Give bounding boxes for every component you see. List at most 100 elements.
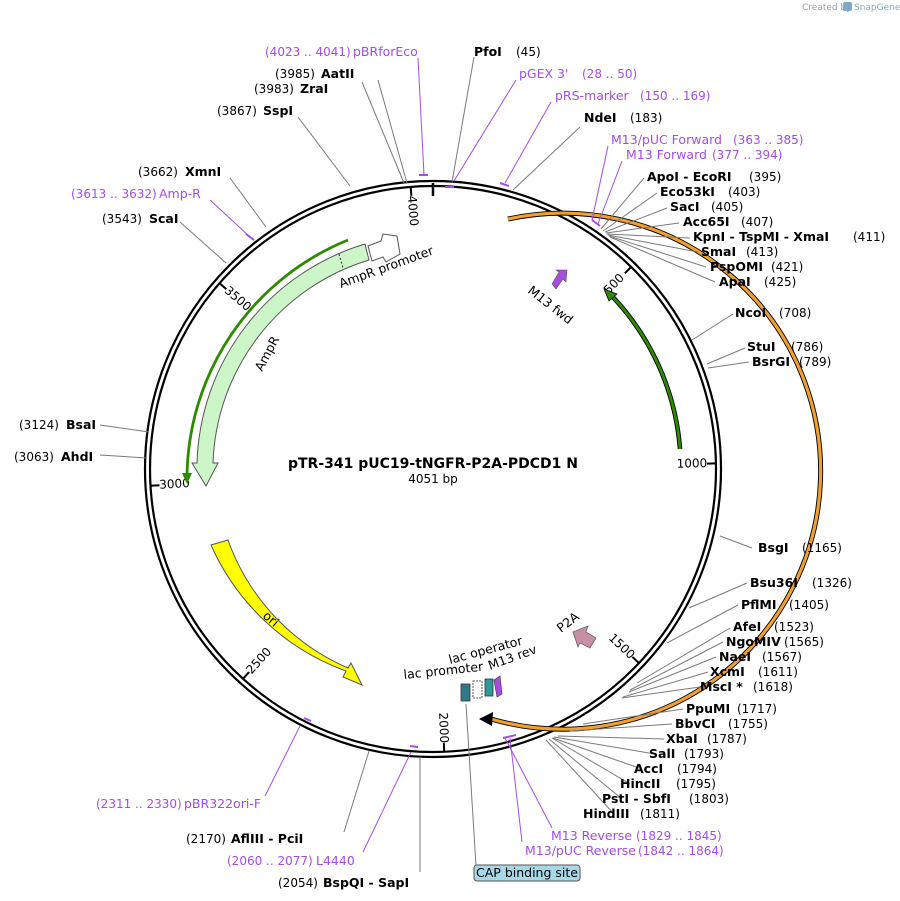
site-acc65i-pos: (407) [741, 215, 773, 229]
site-msci-pos: (1618) [753, 680, 793, 694]
site-hincii-pos: (1795) [676, 777, 716, 791]
tick-label: 2000 [436, 712, 451, 743]
primer-l4440-range: (2060 .. 2077) [227, 854, 313, 868]
site-naei-pos: (1567) [762, 650, 802, 664]
site-aatii-pos: (3985) [275, 67, 315, 81]
site-bbvci: BbvCI [675, 716, 715, 731]
site-sspi-pos: (3867) [217, 104, 257, 118]
cap-site-box [460, 683, 471, 702]
primer-amp-r: Amp-R [159, 186, 201, 201]
site-aatii: AatII [321, 66, 354, 81]
primer-pgex3: pGEX 3' [519, 66, 568, 81]
site-bsgi: BsgI [758, 540, 789, 555]
primer-m13-puc-forward-range: (363 .. 385) [733, 133, 803, 147]
tick-label: 2500 [243, 645, 274, 677]
tick-mark [631, 656, 640, 664]
primer-amp-r-range: (3613 .. 3632) [71, 187, 157, 201]
site-zrai-pos: (3983) [254, 82, 294, 96]
plasmid-name: pTR-341 pUC19-tNGFR-P2A-PDCD1 N [288, 456, 578, 472]
site-acc65i: Acc65I [683, 214, 730, 229]
ori-arrow [210, 539, 364, 686]
tick-label: 1000 [676, 456, 707, 471]
site-naei: NaeI [719, 649, 751, 664]
tick-mark [624, 266, 632, 275]
site-afliii-pcii-pos: (2170) [186, 832, 226, 846]
ampr-outer-arrowhead [182, 473, 192, 484]
primer-pbrforeco-range: (4023 .. 4041) [265, 45, 351, 59]
site-ngomiv-pos: (1565) [784, 635, 824, 649]
site-pfoi-pos: (45) [516, 45, 541, 59]
site-smai-pos: (413) [746, 245, 778, 259]
site-pflmi-pos: (1405) [789, 598, 829, 612]
site-afliii-pcii: AflIII - PciI [231, 831, 303, 846]
site-xbai: XbaI [666, 731, 698, 746]
site-hincii: HincII [620, 776, 660, 791]
site-zrai: ZraI [300, 81, 328, 96]
primer-m13-forward-range: (377 .. 394) [712, 148, 782, 162]
site-psti-sbfi-pos: (1803) [689, 792, 729, 806]
site-saci-pos: (405) [711, 200, 743, 214]
p2a-arrow [572, 625, 597, 649]
site-pfoi: PfoI [474, 44, 502, 59]
plasmid-length: 4051 bp [408, 472, 458, 486]
site-afei: AfeI [733, 619, 761, 634]
site-saci: SacI [670, 199, 700, 214]
site-scai: ScaI [149, 211, 179, 226]
site-msci: MscI * [700, 679, 743, 694]
tick-label: 3000 [159, 476, 190, 492]
site-eco53ki-pos: (403) [728, 185, 760, 199]
snapgene-logo-icon [843, 2, 852, 11]
site-ppumi: PpuMI [686, 701, 730, 716]
site-hindiii-pos: (1811) [640, 807, 680, 821]
site-leaders [99, 56, 753, 872]
site-kpni-tspmi-xmai-pos: (411) [853, 230, 885, 244]
site-bsai-pos: (3124) [19, 418, 59, 432]
lac-promoter-label: lac promoter [403, 659, 485, 682]
primer-prs-marker-range: (150 .. 169) [640, 89, 710, 103]
tick-mark [150, 484, 160, 487]
site-apoi-ecori-pos: (395) [749, 170, 781, 184]
ampr-outer-arrow [185, 238, 349, 480]
primer-m13-puc-reverse-range: (1842 .. 1864) [638, 844, 724, 858]
primer-m13-reverse-range: (1829 .. 1845) [636, 829, 722, 843]
orange-orf-arrowhead [479, 712, 493, 726]
credit-prefix: Created by [802, 3, 852, 13]
primer-m13-puc-reverse: M13/pUC Reverse [525, 843, 636, 858]
site-ncoi-pos: (708) [779, 306, 811, 320]
site-pspomi-pos: (421) [771, 260, 803, 274]
primer-m13-reverse: M13 Reverse [551, 828, 632, 843]
site-acci: AccI [634, 761, 663, 776]
site-ndei-pos: (183) [630, 111, 662, 125]
primer-pbr322ori-f: pBR322ori-F [184, 796, 261, 811]
site-xcmi-pos: (1611) [758, 665, 798, 679]
site-ppumi-pos: (1717) [737, 702, 777, 716]
green-orf-arrow [607, 291, 683, 450]
tick-mark [218, 282, 227, 290]
site-bspqi-sapi: BspQI - SapI [323, 875, 409, 890]
features: AmpR promoter AmpR ori M13 fwd P2A lac o… [182, 210, 824, 882]
site-ahdi-pos: (3063) [14, 450, 54, 464]
site-stui-pos: (786) [791, 340, 823, 354]
m13-fwd-label: M13 fwd [525, 283, 576, 327]
site-apai: ApaI [719, 274, 751, 289]
primer-prs-marker: pRS-marker [555, 88, 630, 103]
m13-rev-arrow [493, 675, 503, 698]
primer-m13-forward: M13 Forward [626, 147, 707, 162]
ampr-arrow [191, 243, 370, 488]
primer-leaders [209, 57, 623, 853]
site-pflmi: PflMI [741, 597, 777, 612]
cap-binding-site-label: CAP binding site [476, 865, 578, 880]
primer-m13-puc-forward: M13/pUC Forward [611, 132, 722, 147]
site-bspqi-sapi-pos: (2054) [278, 876, 318, 890]
primer-pgex3-range: (28 .. 50) [582, 67, 637, 81]
site-bsai: BsaI [66, 417, 96, 432]
site-bsrgi: BsrGI [752, 354, 790, 369]
site-psti-sbfi: PstI - SbfI [602, 791, 671, 806]
site-stui: StuI [747, 339, 776, 354]
ampr-promoter-arrow [367, 233, 401, 263]
tick-mark [242, 671, 250, 680]
lac-operator-box [484, 678, 494, 697]
site-sali-pos: (1793) [684, 747, 724, 761]
tick-mark [409, 186, 413, 196]
primer-l4440: L4440 [316, 853, 355, 868]
